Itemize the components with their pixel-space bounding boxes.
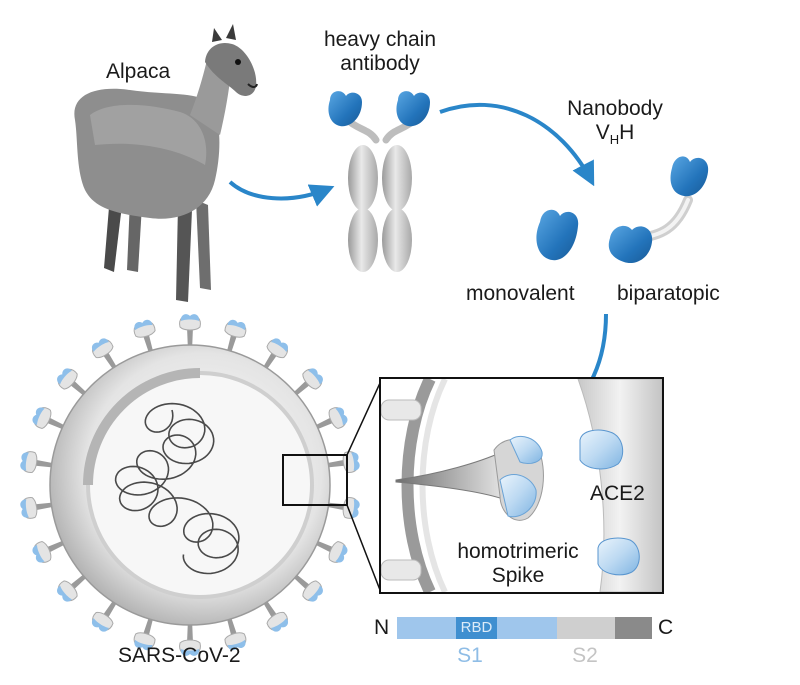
rna-strand — [114, 402, 240, 575]
s2-label: S2 — [572, 644, 598, 667]
spike-label: homotrimeric Spike — [438, 540, 598, 588]
sars-cov-2-virion-icon — [20, 314, 381, 656]
arrow-alpaca-to-antibody — [228, 180, 335, 207]
virion-spike — [311, 538, 348, 563]
s1-label: S1 — [457, 644, 483, 667]
heavy-chain-line2: antibody — [340, 52, 420, 76]
n-terminus-label: N — [374, 616, 390, 639]
virion-spike — [32, 538, 69, 563]
nanobody-monovalent-icon — [536, 209, 579, 261]
c-terminal-segment — [615, 617, 652, 639]
alpaca-label: Alpaca — [106, 60, 171, 83]
rbd-segment — [456, 617, 497, 639]
spike-line2: Spike — [491, 564, 545, 588]
vhh-h: H — [619, 121, 635, 145]
spike-line1: homotrimeric — [457, 540, 579, 563]
virion-spike — [133, 613, 156, 651]
virus-label: SARS-CoV-2 — [118, 644, 241, 667]
vhh-subscript: H — [609, 132, 620, 148]
spike-ace2-inset — [379, 377, 664, 594]
vhh-v: V — [595, 121, 610, 145]
heavy-chain-antibody-icon — [328, 91, 430, 272]
arrow-antibody-to-nanobody — [439, 102, 595, 187]
ace2-label: ACE2 — [590, 482, 645, 505]
biparatopic-label: biparatopic — [617, 282, 720, 305]
nanobody-biparatopic-icon — [608, 156, 709, 264]
vhh-label: VHH — [560, 121, 670, 148]
monovalent-label: monovalent — [466, 282, 575, 305]
alpaca-photo-icon — [74, 24, 258, 302]
heavy-chain-label: heavy chain antibody — [320, 28, 440, 76]
nanobody-label: Nanobody VHH — [560, 97, 670, 148]
heavy-chain-line1: heavy chain — [323, 28, 437, 51]
nanobody-line1: Nanobody — [567, 97, 663, 120]
c-terminus-label: C — [658, 616, 674, 639]
rna-genome-coil — [114, 402, 240, 575]
spike-domain-bar — [397, 617, 652, 639]
rbd-label: RBD — [460, 619, 493, 636]
virion-spike — [20, 497, 58, 519]
s2-segment — [557, 617, 615, 639]
virion-spike — [133, 319, 156, 357]
zoom-selection-box — [282, 454, 348, 506]
